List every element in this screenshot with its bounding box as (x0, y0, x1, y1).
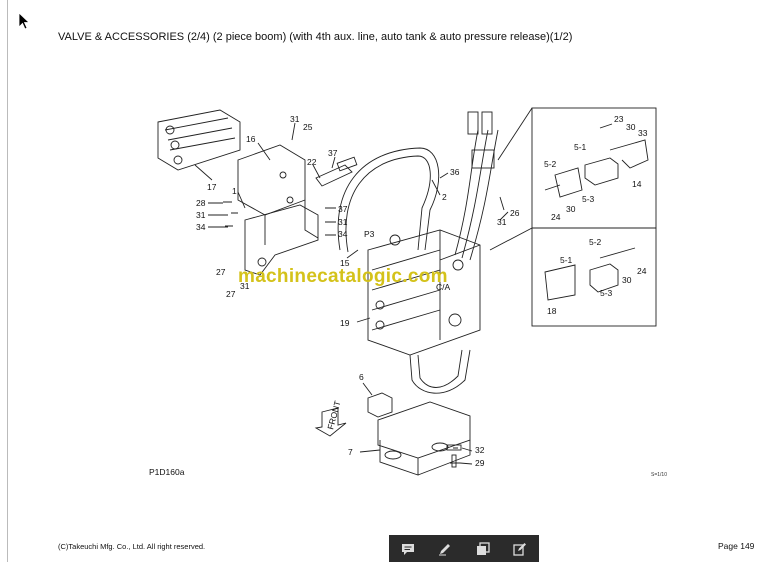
detail-box-lower (531, 227, 657, 327)
callout-31c: 31 (338, 217, 348, 227)
callout-31e: 31 (240, 281, 250, 291)
callout-26: 26 (510, 208, 520, 218)
page-title: VALVE & ACCESSORIES (2/4) (2 piece boom)… (58, 31, 573, 43)
callout-37b: 37 (338, 204, 348, 214)
page-number: Page 149 (718, 541, 755, 551)
callout-33: 33 (638, 128, 648, 138)
copy-button[interactable] (472, 538, 494, 560)
callout-16: 16 (246, 134, 256, 144)
mouse-cursor-icon (18, 12, 30, 30)
callout-27a: 27 (216, 267, 226, 277)
callout-1: 1 (232, 186, 237, 196)
callout-24b: 24 (637, 266, 647, 276)
callout-34a: 34 (196, 222, 206, 232)
callout-CA: C/A (436, 282, 451, 292)
callout-7: 7 (348, 447, 353, 457)
figure-code: P1D160a (149, 467, 185, 477)
callout-23: 23 (614, 114, 624, 124)
comment-icon (401, 543, 414, 555)
callout-30b: 30 (566, 204, 576, 214)
callout-5-2a: 5-2 (544, 159, 557, 169)
callout-14: 14 (632, 179, 642, 189)
callout-31d: 31 (497, 217, 507, 227)
comment-button[interactable] (397, 538, 419, 560)
edit-button[interactable] (509, 538, 531, 560)
copy-icon (476, 541, 490, 555)
floating-toolbar (389, 535, 539, 562)
pen-button[interactable] (434, 538, 456, 560)
page-left-rule (7, 0, 8, 562)
callout-36: 36 (450, 167, 460, 177)
callout-34b: 34 (338, 229, 348, 239)
callout-22: 22 (307, 157, 317, 167)
callout-5-3b: 5-3 (600, 288, 613, 298)
callout-29: 29 (475, 458, 485, 468)
callout-19: 19 (340, 318, 350, 328)
callout-15: 15 (340, 258, 350, 268)
callout-30c: 30 (622, 275, 632, 285)
callout-32: 32 (475, 445, 485, 455)
callout-28: 28 (196, 198, 206, 208)
callout-31a: 31 (290, 114, 300, 124)
callout-18: 18 (547, 306, 557, 316)
front-label: FRONT (325, 400, 342, 431)
pen-icon (439, 543, 451, 555)
callout-31b: 31 (196, 210, 206, 220)
edit-icon (513, 542, 527, 556)
callout-17: 17 (207, 182, 217, 192)
callout-5-3a: 5-3 (582, 194, 595, 204)
callout-2: 2 (442, 192, 447, 202)
callout-27b: 27 (226, 289, 236, 299)
callout-5-1b: 5-1 (560, 255, 573, 265)
callout-37a: 37 (328, 148, 338, 158)
callout-5-2b: 5-2 (589, 237, 602, 247)
callout-5-1a: 5-1 (574, 142, 587, 152)
copyright-text: (C)Takeuchi Mfg. Co., Ltd. All right res… (58, 542, 206, 551)
callout-6: 6 (359, 372, 364, 382)
callout-25: 25 (303, 122, 313, 132)
callout-30a: 30 (626, 122, 636, 132)
figure-code-small: S=1/10 (651, 472, 667, 478)
watermark-text: machinecatalogic.com (238, 266, 448, 287)
callout-P3: P3 (364, 229, 375, 239)
callout-24a: 24 (551, 212, 561, 222)
